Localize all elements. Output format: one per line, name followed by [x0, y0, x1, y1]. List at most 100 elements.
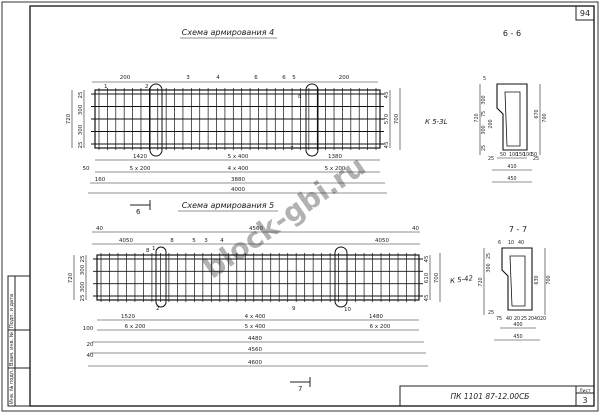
svg-text:1520: 1520: [121, 314, 135, 320]
scheme-4-frame-right: [305, 83, 319, 157]
svg-text:5 x 400: 5 x 400: [245, 324, 266, 330]
svg-text:4050: 4050: [119, 238, 133, 244]
svg-text:610: 610: [424, 272, 430, 283]
svg-text:5 x 200: 5 x 200: [130, 166, 151, 172]
scheme-5-title: Схема армирования 5: [182, 201, 274, 210]
svg-text:25: 25: [80, 294, 86, 301]
svg-text:3: 3: [204, 238, 208, 244]
svg-text:6: 6: [254, 75, 258, 81]
svg-text:300: 300: [481, 125, 487, 134]
scheme-5-right-dims: 45 610 45 700: [424, 255, 440, 301]
scheme-4-longitudinal-bars: [91, 93, 384, 145]
scheme-4: Схема армирования 4 200 3 4 6 6 5 200 25…: [66, 28, 548, 216]
svg-text:45: 45: [424, 294, 430, 301]
scheme-4-title: Схема армирования 4: [182, 28, 274, 37]
scheme-5-longitudinal-bars: [93, 258, 423, 297]
svg-text:150: 150: [516, 152, 525, 158]
svg-text:25: 25: [488, 156, 494, 162]
side-note-k5-31: К 5-3L: [425, 118, 448, 126]
scheme-5-top-dims: 4560 40 4050 8 5 3 4 4050 40: [96, 226, 419, 244]
svg-text:100: 100: [83, 326, 94, 332]
svg-text:4: 4: [216, 75, 220, 81]
svg-text:200: 200: [488, 119, 494, 128]
svg-text:410: 410: [507, 164, 516, 170]
svg-text:5: 5: [292, 75, 296, 81]
svg-text:10: 10: [508, 240, 514, 246]
svg-text:450: 450: [507, 176, 516, 182]
section-6-dims: 5 300 75 300 25 200 720 670 700 50 100 1…: [474, 76, 548, 182]
cut-label-6: 6: [136, 208, 141, 216]
svg-text:300: 300: [80, 264, 86, 275]
svg-text:8: 8: [146, 248, 150, 254]
watermark: block-gbi.ru: [197, 149, 371, 285]
svg-text:400: 400: [513, 322, 522, 328]
svg-text:20: 20: [87, 342, 94, 348]
svg-text:45: 45: [424, 255, 430, 262]
svg-text:200: 200: [120, 75, 131, 81]
svg-text:4560: 4560: [249, 226, 263, 232]
svg-text:1: 1: [152, 246, 156, 252]
svg-text:50: 50: [83, 166, 90, 172]
svg-text:3880: 3880: [231, 177, 245, 183]
title-block: ПК 1101 87-12.00СБ Лист 3: [399, 385, 595, 407]
stamp-inv-orig: Инв. № подл.: [9, 369, 15, 404]
svg-text:450: 450: [513, 334, 522, 340]
svg-text:25: 25: [80, 255, 86, 262]
page-number: 94: [580, 9, 590, 18]
svg-text:8: 8: [170, 238, 174, 244]
scheme-4-bottom-dims: 1420 5 x 400 1380 5 x 200 4 x 400 5 x 20…: [83, 154, 346, 193]
svg-text:670: 670: [534, 109, 540, 118]
page-number-box: [575, 5, 595, 21]
svg-text:700: 700: [542, 113, 548, 122]
svg-text:720: 720: [66, 113, 72, 124]
scheme-5-bottom-dims: 1520 4 x 400 1480 6 x 200 5 x 400 6 x 20…: [83, 314, 391, 366]
svg-text:4 x 400: 4 x 400: [245, 314, 266, 320]
svg-text:20: 20: [514, 316, 520, 322]
svg-text:25: 25: [488, 310, 494, 316]
side-note-k5-42: К 5-42: [450, 274, 475, 285]
stamp-replace-inv: Взам. инв. №: [9, 331, 15, 366]
svg-text:40: 40: [506, 316, 512, 322]
svg-text:20: 20: [528, 316, 534, 322]
svg-text:1380: 1380: [328, 154, 342, 160]
svg-text:75: 75: [496, 316, 502, 322]
svg-text:5 x 200: 5 x 200: [325, 166, 346, 172]
svg-text:5: 5: [192, 238, 196, 244]
svg-text:6 x 200: 6 x 200: [125, 324, 146, 330]
svg-text:100: 100: [523, 152, 532, 158]
section-7-dims: 6 10 40 300 25 630 700 720 25 75 40 20 2…: [478, 240, 552, 340]
svg-text:25: 25: [78, 91, 84, 98]
svg-text:4560: 4560: [248, 347, 262, 353]
svg-text:45: 45: [384, 91, 390, 98]
svg-text:40: 40: [96, 226, 103, 232]
svg-text:40: 40: [534, 316, 540, 322]
svg-text:6 x 200: 6 x 200: [370, 324, 391, 330]
svg-text:1420: 1420: [133, 154, 147, 160]
scheme-4-stirrups: [98, 88, 377, 150]
svg-text:6: 6: [498, 240, 501, 246]
svg-text:700: 700: [546, 275, 552, 284]
svg-text:75: 75: [481, 111, 487, 117]
scheme-5-left-dims: 25 300 300 25 720: [68, 255, 86, 301]
scheme-4-left-dims: 25 300 300 25 720: [66, 91, 84, 148]
drawing-frame: [29, 5, 595, 407]
svg-text:2: 2: [156, 306, 160, 312]
scheme-4-top-dims: 200 3 4 6 6 5 200: [120, 75, 350, 81]
svg-text:4600: 4600: [248, 360, 262, 366]
scheme-5-marks: 1 2 8 10 9: [146, 246, 351, 313]
svg-text:1480: 1480: [369, 314, 383, 320]
svg-text:25: 25: [533, 156, 539, 162]
svg-text:160: 160: [95, 177, 106, 183]
svg-text:4050: 4050: [375, 238, 389, 244]
svg-text:4 x 400: 4 x 400: [228, 166, 249, 172]
cut-label-7: 7: [298, 385, 302, 393]
svg-text:570: 570: [384, 113, 390, 124]
svg-text:200: 200: [339, 75, 350, 81]
svg-text:3: 3: [186, 75, 190, 81]
svg-text:700: 700: [434, 272, 440, 283]
svg-text:300: 300: [481, 95, 487, 104]
scheme-5: Схема армирования 5 4560 40 4050 8 5 3 4…: [68, 201, 552, 393]
svg-text:50: 50: [531, 152, 537, 158]
